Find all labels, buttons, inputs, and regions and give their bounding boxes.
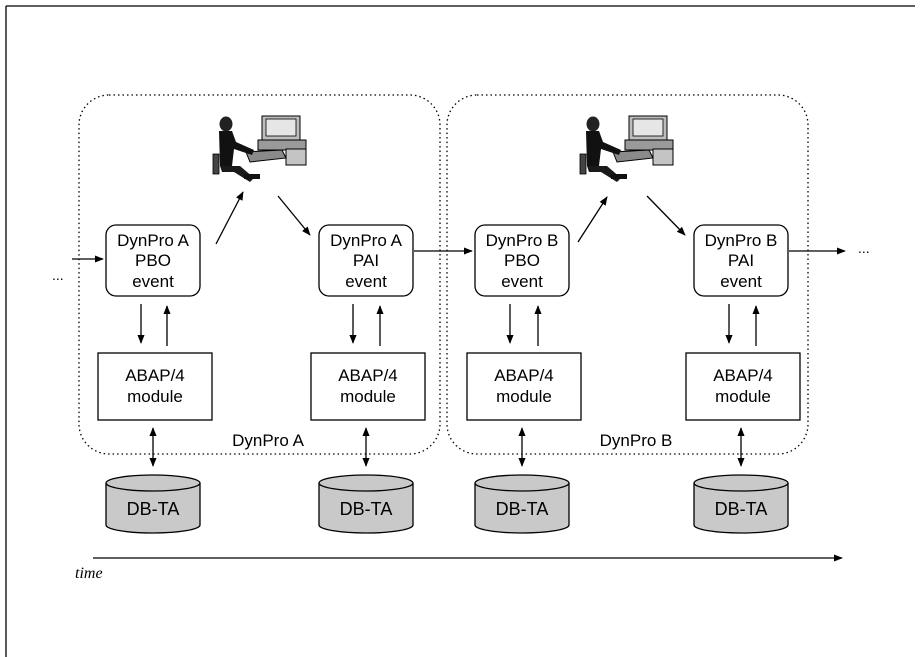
module-title: ABAP/4	[494, 366, 554, 385]
module-title: ABAP/4	[125, 366, 185, 385]
arrow-user-to-pai-b	[646, 195, 686, 236]
module-title: ABAP/4	[713, 366, 773, 385]
arrow-pbo-to-user-b	[577, 196, 608, 243]
event-box-a-pbo: DynPro A PBO event	[105, 224, 201, 297]
event-type: PAI	[728, 251, 754, 270]
event-type: PBO	[135, 251, 171, 270]
event-title: DynPro B	[705, 231, 778, 250]
arrow-user-to-pai-a	[277, 195, 311, 236]
ellipsis-right: ...	[858, 240, 870, 256]
event-title: DynPro A	[330, 231, 402, 250]
database-label: DB-TA	[127, 499, 180, 519]
database-label: DB-TA	[340, 499, 393, 519]
event-type: PBO	[504, 251, 540, 270]
dynpro-a-group-label: DynPro A	[232, 431, 304, 450]
user-at-computer-icon	[579, 115, 674, 183]
event-word: event	[720, 272, 762, 291]
event-type: PAI	[353, 251, 379, 270]
module-title: ABAP/4	[338, 366, 398, 385]
event-box-b-pai: DynPro B PAI event	[693, 224, 789, 297]
event-title: DynPro B	[486, 231, 559, 250]
time-label: time	[75, 565, 103, 582]
event-box-b-pbo: DynPro B PBO event	[474, 224, 570, 297]
module-box-2: ABAP/4 module	[310, 352, 426, 421]
database-label: DB-TA	[496, 499, 549, 519]
user-at-computer-icon	[212, 115, 307, 183]
event-box-a-pai: DynPro A PAI event	[318, 224, 414, 297]
module-box-3: ABAP/4 module	[466, 352, 582, 421]
event-word: event	[132, 272, 174, 291]
module-box-4: ABAP/4 module	[685, 352, 801, 421]
module-word: module	[715, 387, 771, 406]
event-title: DynPro A	[117, 231, 189, 250]
dynpro-b-group-label: DynPro B	[600, 431, 673, 450]
arrow-pbo-to-user-a	[215, 191, 244, 245]
event-word: event	[345, 272, 387, 291]
module-word: module	[127, 387, 183, 406]
database-label: DB-TA	[715, 499, 768, 519]
module-word: module	[340, 387, 396, 406]
ellipsis-left: ...	[52, 267, 64, 283]
event-word: event	[501, 272, 543, 291]
module-word: module	[496, 387, 552, 406]
module-box-1: ABAP/4 module	[97, 352, 213, 421]
